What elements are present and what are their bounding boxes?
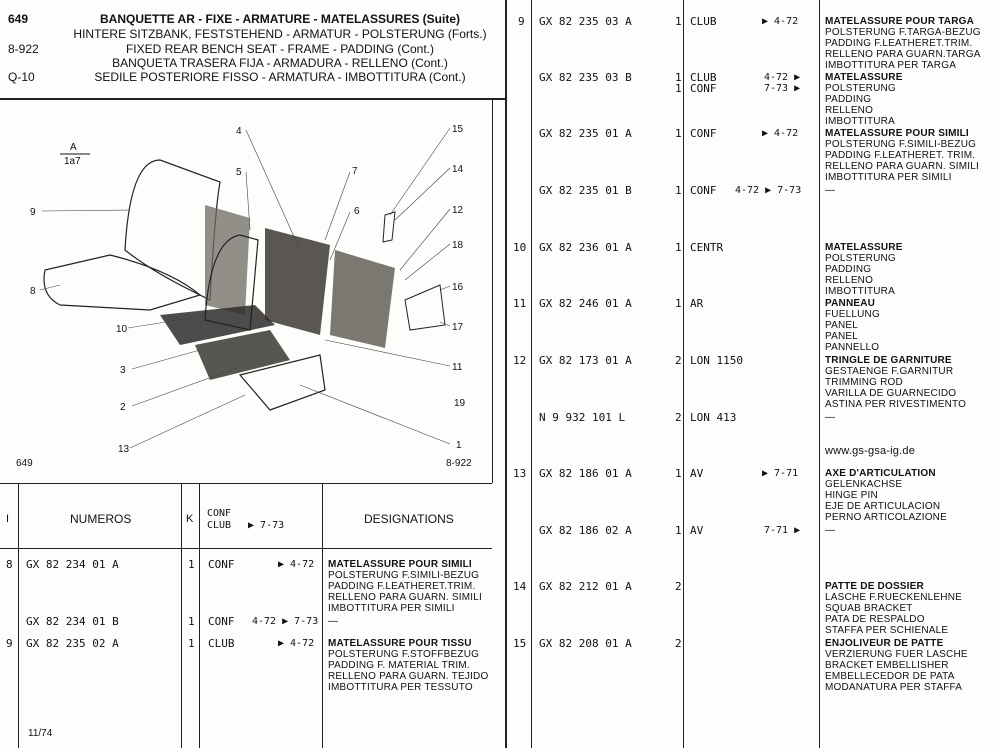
part-number: GX 82 173 01 A bbox=[539, 354, 632, 367]
part-number: GX 82 208 01 A bbox=[539, 637, 632, 650]
callout-5: 5 bbox=[236, 167, 242, 178]
callout-2: 2 bbox=[120, 402, 126, 413]
page-header: 649 8-922 Q-10 BANQUETTE AR - FIXE - ARM… bbox=[0, 0, 505, 98]
seat-exploded-view: A 1a7 1 2 3 4 5 bbox=[16, 124, 472, 469]
header-k: K bbox=[186, 513, 194, 525]
bracket-14-part bbox=[382, 211, 396, 243]
title-it: SEDILE POSTERIORE FISSO - ARMATURA - IMB… bbox=[94, 70, 466, 84]
callout-7: 7 bbox=[352, 166, 358, 177]
header-designations: DESIGNATIONS bbox=[364, 512, 454, 526]
callout-14: 14 bbox=[452, 164, 464, 175]
part-number: N 9 932 101 L bbox=[539, 411, 626, 424]
part-number: GX 82 235 01 B bbox=[539, 184, 632, 197]
part-number: GX 82 234 01 B bbox=[26, 615, 119, 628]
view-label: A bbox=[70, 142, 77, 153]
header-numeros: NUMEROS bbox=[70, 512, 132, 526]
frame-part bbox=[238, 354, 326, 411]
callout-12: 12 bbox=[452, 205, 464, 216]
callout-18: 18 bbox=[452, 240, 464, 251]
callout-19: 19 bbox=[454, 398, 466, 409]
title-es: BANQUETA TRASERA FIJA - ARMADURA - RELLE… bbox=[112, 56, 448, 70]
bracket-16-part bbox=[404, 284, 446, 331]
callout-16: 16 bbox=[452, 282, 464, 293]
diagram-right-rule bbox=[492, 100, 493, 483]
padding-panel-left bbox=[205, 205, 250, 315]
padding-panel-right bbox=[330, 250, 395, 348]
part-number: GX 82 186 02 A bbox=[539, 524, 632, 537]
center-cushion-part bbox=[204, 234, 259, 331]
seat-pad-part bbox=[160, 305, 275, 345]
view-sublabel: 1a7 bbox=[64, 156, 81, 167]
callout-1: 1 bbox=[456, 440, 462, 451]
callout-8: 8 bbox=[30, 286, 36, 297]
callout-13: 13 bbox=[118, 444, 130, 455]
page-code-primary: 649 bbox=[8, 12, 29, 26]
diagram-code-right: 8-922 bbox=[446, 458, 472, 469]
header-club: CLUB bbox=[207, 520, 232, 531]
callout-17: 17 bbox=[452, 322, 464, 333]
part-number: GX 82 246 01 A bbox=[539, 297, 632, 310]
padding-panel-center bbox=[265, 228, 330, 335]
page-code-secondary: 8-922 bbox=[8, 42, 39, 56]
seat-cushion-part bbox=[43, 254, 202, 311]
header-conf: CONF bbox=[207, 508, 232, 519]
callout-6: 6 bbox=[354, 206, 360, 217]
callout-10: 10 bbox=[116, 324, 128, 335]
diagram-code-left: 649 bbox=[16, 458, 33, 469]
part-number: GX 82 212 01 A bbox=[539, 580, 632, 593]
header-rule bbox=[0, 98, 505, 100]
callout-11: 11 bbox=[452, 362, 463, 373]
title-fr: BANQUETTE AR - FIXE - ARMATURE - MATELAS… bbox=[100, 12, 460, 26]
callout-15: 15 bbox=[452, 124, 464, 135]
callout-4: 4 bbox=[236, 126, 242, 137]
exploded-diagram: A 1a7 1 2 3 4 5 bbox=[0, 100, 492, 480]
page-code-tertiary: Q-10 bbox=[8, 70, 35, 84]
part-number: GX 82 235 01 A bbox=[539, 127, 632, 140]
page-divider bbox=[505, 0, 507, 748]
part-number: GX 82 186 01 A bbox=[539, 467, 632, 480]
diagram-bottom-rule bbox=[0, 483, 492, 484]
leader-lines bbox=[39, 127, 451, 449]
header-index: I bbox=[6, 513, 10, 525]
website-url: www.gs-gsa-ig.de bbox=[825, 445, 916, 457]
title-en: FIXED REAR BENCH SEAT - FRAME - PADDING … bbox=[125, 42, 435, 56]
seat-pad-lower-part bbox=[195, 330, 290, 380]
part-number: GX 82 234 01 A bbox=[26, 558, 119, 571]
part-number: GX 82 235 03 B bbox=[539, 71, 632, 84]
part-number: GX 82 235 02 A bbox=[26, 637, 119, 650]
part-number: GX 82 235 03 A bbox=[539, 15, 632, 28]
header-range: ▶ 7-73 bbox=[248, 520, 285, 531]
title-de: HINTERE SITZBANK, FESTSTEHEND - ARMATUR … bbox=[73, 27, 487, 41]
footer-date: 11/74 bbox=[28, 728, 53, 739]
part-number: GX 82 236 01 A bbox=[539, 241, 632, 254]
callout-9: 9 bbox=[30, 207, 36, 218]
callout-3: 3 bbox=[120, 365, 126, 376]
